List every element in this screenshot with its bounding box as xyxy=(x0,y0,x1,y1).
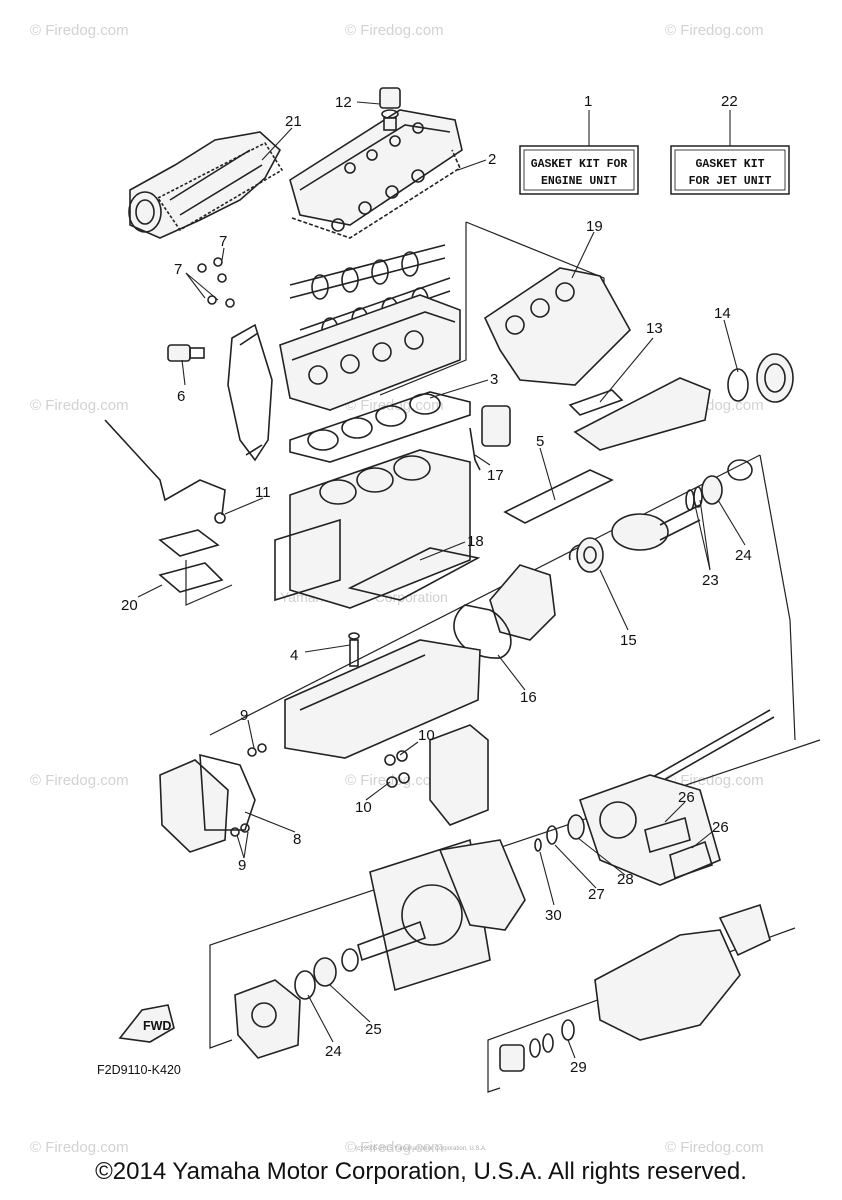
thermostat-housing xyxy=(469,405,511,471)
callout-16: 16 xyxy=(520,689,537,706)
callout-17: 17 xyxy=(487,467,504,484)
cam-chain xyxy=(227,323,273,462)
watermark: © Firedog.com xyxy=(30,772,129,789)
callout-2: 2 xyxy=(488,151,496,168)
callout-23: 23 xyxy=(702,572,719,589)
callout-1: 1 xyxy=(584,93,592,110)
callout-5: 5 xyxy=(536,433,544,450)
cover-plates xyxy=(158,529,224,593)
callout-9: 9 xyxy=(238,857,246,874)
callout-28: 28 xyxy=(617,871,634,888)
callout-14: 14 xyxy=(714,305,731,322)
fwd-arrow-icon: FWD xyxy=(118,1004,175,1043)
watermark: © Firedog.com xyxy=(345,22,444,39)
filler-cap xyxy=(379,87,401,131)
callout-26: 26 xyxy=(678,789,695,806)
oil-pump xyxy=(159,743,267,853)
callout-15: 15 xyxy=(620,632,637,649)
exhaust-manifold xyxy=(128,131,284,239)
intermediate-housing xyxy=(234,948,359,1059)
callout-10: 10 xyxy=(418,727,435,744)
callout-10: 10 xyxy=(355,799,372,816)
watermark: © Firedog.com xyxy=(665,1139,764,1156)
callout-30: 30 xyxy=(545,907,562,924)
callout-25: 25 xyxy=(365,1021,382,1038)
fwd-label: FWD xyxy=(143,1019,171,1033)
callout-3: 3 xyxy=(490,371,498,388)
callout-24: 24 xyxy=(735,547,752,564)
callout-26: 26 xyxy=(712,819,729,836)
chain-tensioner xyxy=(167,257,235,362)
callout-6: 6 xyxy=(177,388,185,405)
watermark: © Firedog.com xyxy=(30,1139,129,1156)
gasket-kit-engine-box: GASKET KIT FOR ENGINE UNIT xyxy=(519,145,639,195)
cylinder-head xyxy=(279,294,461,411)
intake-manifold xyxy=(483,267,631,386)
watermark: © Firedog.com xyxy=(665,22,764,39)
callout-13: 13 xyxy=(646,320,663,337)
callout-18: 18 xyxy=(467,533,484,550)
throttle-body xyxy=(568,353,794,451)
callout-9: 9 xyxy=(240,707,248,724)
gasket-kit-jet-box: GASKET KIT FOR JET UNIT xyxy=(670,145,790,195)
leader-lines xyxy=(137,101,746,1059)
cylinder-block xyxy=(274,449,471,609)
impeller-housing xyxy=(357,838,526,992)
callout-7: 7 xyxy=(219,233,227,250)
callout-21: 21 xyxy=(285,113,302,130)
callout-19: 19 xyxy=(586,218,603,235)
head-cover xyxy=(289,109,463,239)
assembly-frame-lines xyxy=(185,221,821,1093)
watermark: © Firedog.com xyxy=(345,1139,444,1156)
kit-line: FOR JET UNIT xyxy=(689,175,772,188)
crankshaft xyxy=(568,459,753,573)
watermark: © Firedog.com xyxy=(30,22,129,39)
callout-27: 27 xyxy=(588,886,605,903)
crankcase xyxy=(284,632,481,759)
kit-line: GASKET KIT FOR xyxy=(531,158,628,171)
callout-4: 4 xyxy=(290,647,298,664)
watermark: © Firedog.com xyxy=(345,772,444,789)
diagram-code: F2D9110-K420 xyxy=(97,1063,181,1077)
callout-11: 11 xyxy=(255,484,271,501)
watermark: © Firedog.com xyxy=(665,772,764,789)
callouts: 12 21 2 7 7 6 19 13 14 3 17 5 11 18 20 2… xyxy=(97,94,752,1077)
callout-8: 8 xyxy=(293,831,301,848)
copyright-notice: ©2014 Yamaha Motor Corporation, U.S.A. A… xyxy=(95,1158,747,1185)
dipstick-tube xyxy=(104,419,226,524)
callout-20: 20 xyxy=(121,597,138,614)
kit-line: ENGINE UNIT xyxy=(541,175,617,188)
jet-nozzle xyxy=(499,903,771,1072)
watermark: © Firedog.com xyxy=(30,397,129,414)
fine-print: (c) 2005-2015 Yamaha Motor Corporation, … xyxy=(355,1146,487,1152)
drive-housing xyxy=(384,724,489,826)
callout-12: 12 xyxy=(335,94,352,111)
head-gasket xyxy=(289,391,471,463)
gasket-18 xyxy=(347,547,481,601)
kit-line: GASKET KIT xyxy=(695,158,764,171)
oil-cooler xyxy=(489,469,614,641)
callout-29: 29 xyxy=(570,1059,587,1076)
callout-24: 24 xyxy=(325,1043,342,1060)
callout-22: 22 xyxy=(721,93,738,110)
callout-7: 7 xyxy=(174,261,182,278)
